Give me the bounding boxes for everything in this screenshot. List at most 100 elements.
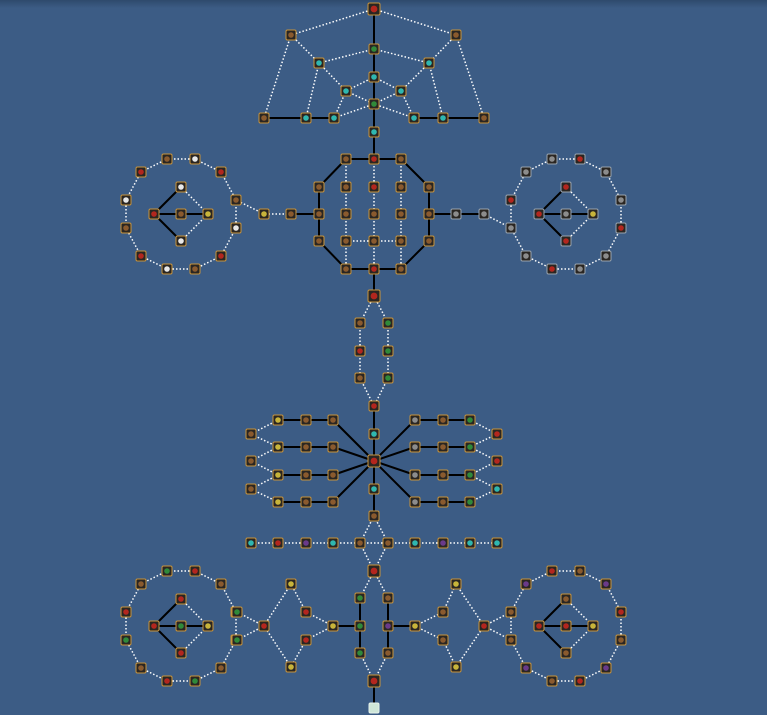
skill-node[interactable] xyxy=(175,181,187,193)
skill-node[interactable] xyxy=(327,414,339,426)
skill-node[interactable] xyxy=(520,662,532,674)
skill-node[interactable] xyxy=(272,414,284,426)
skill-node[interactable] xyxy=(395,235,407,247)
skill-node[interactable] xyxy=(423,235,435,247)
skill-node[interactable] xyxy=(215,578,227,590)
skill-node[interactable] xyxy=(340,263,352,275)
skill-node[interactable] xyxy=(478,620,490,632)
skill-node[interactable] xyxy=(464,441,476,453)
skill-node[interactable] xyxy=(600,166,612,178)
skill-node[interactable] xyxy=(215,662,227,674)
skill-node[interactable] xyxy=(368,400,380,412)
skill-node[interactable] xyxy=(478,112,490,124)
skill-node[interactable] xyxy=(300,441,312,453)
skill-node[interactable] xyxy=(354,647,366,659)
skill-node[interactable] xyxy=(245,455,257,467)
skill-node[interactable] xyxy=(615,222,627,234)
skill-node[interactable] xyxy=(437,469,449,481)
skill-node[interactable] xyxy=(546,675,558,687)
skill-node[interactable] xyxy=(135,250,147,262)
skill-node[interactable] xyxy=(450,578,462,590)
skill-node[interactable] xyxy=(340,235,352,247)
skill-node[interactable] xyxy=(327,537,339,549)
skill-node[interactable] xyxy=(560,647,572,659)
skill-node[interactable] xyxy=(382,345,394,357)
skill-node[interactable] xyxy=(354,372,366,384)
skill-node[interactable] xyxy=(120,222,132,234)
skill-node[interactable] xyxy=(600,250,612,262)
skill-node[interactable] xyxy=(395,263,407,275)
skill-node[interactable] xyxy=(231,606,243,618)
skill-node[interactable] xyxy=(574,565,586,577)
skill-node[interactable] xyxy=(382,620,394,632)
skill-node[interactable] xyxy=(340,153,352,165)
skill-node[interactable] xyxy=(368,263,380,275)
skill-node[interactable] xyxy=(382,647,394,659)
skill-node[interactable] xyxy=(533,620,545,632)
skill-node[interactable] xyxy=(450,208,462,220)
skill-node[interactable] xyxy=(491,483,503,495)
skill-node[interactable] xyxy=(245,537,257,549)
skill-node[interactable] xyxy=(328,112,340,124)
skill-node[interactable] xyxy=(272,537,284,549)
skill-node[interactable] xyxy=(300,537,312,549)
skill-node[interactable] xyxy=(464,496,476,508)
skill-node[interactable] xyxy=(368,71,380,83)
skill-node[interactable] xyxy=(367,289,381,303)
skill-node[interactable] xyxy=(258,620,270,632)
skill-node[interactable] xyxy=(505,606,517,618)
skill-node[interactable] xyxy=(409,414,421,426)
skill-node[interactable] xyxy=(409,496,421,508)
skill-node[interactable] xyxy=(215,166,227,178)
skill-node[interactable] xyxy=(491,455,503,467)
skill-node[interactable] xyxy=(354,317,366,329)
skill-node[interactable] xyxy=(560,593,572,605)
skill-node[interactable] xyxy=(437,537,449,549)
skill-node[interactable] xyxy=(300,606,312,618)
skill-node[interactable] xyxy=(546,263,558,275)
skill-node[interactable] xyxy=(464,414,476,426)
skill-node[interactable] xyxy=(437,634,449,646)
skill-node[interactable] xyxy=(560,181,572,193)
skill-node[interactable] xyxy=(382,372,394,384)
skill-node[interactable] xyxy=(161,153,173,165)
skill-node[interactable] xyxy=(327,496,339,508)
skill-node[interactable] xyxy=(520,250,532,262)
skill-node[interactable] xyxy=(189,263,201,275)
skill-node[interactable] xyxy=(313,57,325,69)
skill-node[interactable] xyxy=(395,181,407,193)
skill-node[interactable] xyxy=(382,317,394,329)
skill-node[interactable] xyxy=(423,57,435,69)
skill-node[interactable] xyxy=(464,537,476,549)
skill-node[interactable] xyxy=(354,592,366,604)
skill-node[interactable] xyxy=(437,112,449,124)
skill-node[interactable] xyxy=(135,662,147,674)
skill-node[interactable] xyxy=(189,153,201,165)
skill-node[interactable] xyxy=(202,208,214,220)
skill-node[interactable] xyxy=(148,208,160,220)
skill-node[interactable] xyxy=(367,454,381,468)
skill-node[interactable] xyxy=(368,181,380,193)
skill-node[interactable] xyxy=(520,166,532,178)
skill-node[interactable] xyxy=(560,208,572,220)
skill-node[interactable] xyxy=(368,510,380,522)
skill-node[interactable] xyxy=(600,578,612,590)
skill-node[interactable] xyxy=(313,181,325,193)
skill-node[interactable] xyxy=(120,194,132,206)
skill-node[interactable] xyxy=(189,675,201,687)
skill-node[interactable] xyxy=(368,126,380,138)
skill-node[interactable] xyxy=(533,208,545,220)
skill-node[interactable] xyxy=(340,85,352,97)
skill-node[interactable] xyxy=(450,661,462,673)
skill-node[interactable] xyxy=(450,29,462,41)
skill-node[interactable] xyxy=(409,469,421,481)
skill-node[interactable] xyxy=(327,441,339,453)
skill-node[interactable] xyxy=(437,606,449,618)
skill-node[interactable] xyxy=(285,208,297,220)
skill-node[interactable] xyxy=(491,537,503,549)
skill-node[interactable] xyxy=(272,469,284,481)
skill-node[interactable] xyxy=(175,235,187,247)
skill-node[interactable] xyxy=(230,194,242,206)
skill-node[interactable] xyxy=(520,578,532,590)
skill-node[interactable] xyxy=(245,483,257,495)
